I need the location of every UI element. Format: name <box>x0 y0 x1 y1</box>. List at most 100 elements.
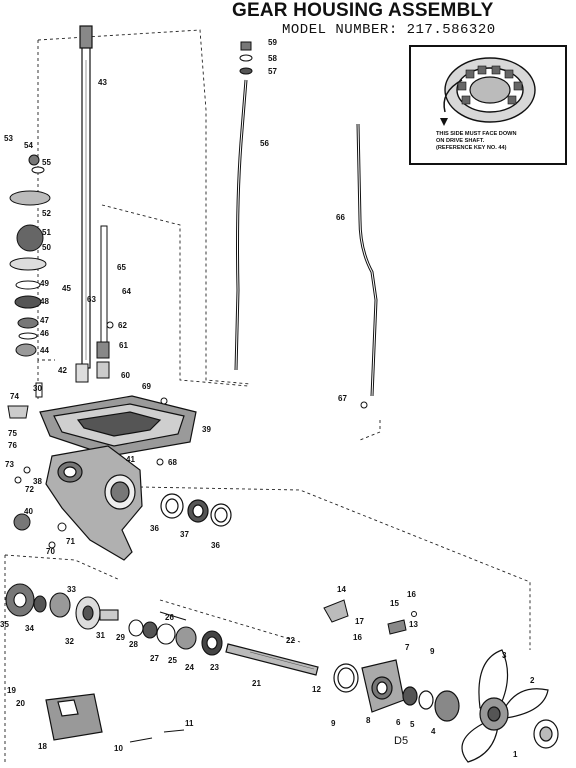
part-label: 20 <box>16 699 25 708</box>
part-label: 36 <box>211 541 220 550</box>
part-label: 27 <box>150 654 159 663</box>
shift-rod-short <box>100 225 108 347</box>
part-label: 36 <box>150 524 159 533</box>
part-label: 54 <box>24 141 33 150</box>
inset-note-line: ON DRIVE SHAFT. <box>436 137 485 144</box>
part-label: 68 <box>168 458 177 467</box>
drive-shaft <box>79 25 93 369</box>
face-down-arrow <box>443 79 463 113</box>
part-label: 37 <box>180 530 189 539</box>
part-label: 17 <box>355 617 364 626</box>
part-label: 39 <box>202 425 211 434</box>
part-label: 38 <box>33 477 42 486</box>
part-label: 74 <box>10 392 19 401</box>
model-number: MODEL NUMBER: 217.586320 <box>282 22 496 38</box>
part-label: 26 <box>165 613 174 622</box>
part-label: 2 <box>530 676 535 685</box>
part-label: 16 <box>353 633 362 642</box>
bearing-carrier <box>333 659 460 722</box>
part-label: 45 <box>62 284 71 293</box>
part-label: 33 <box>67 585 76 594</box>
part-label: 40 <box>24 507 33 516</box>
part-label: 18 <box>38 742 47 751</box>
part-label: 44 <box>40 346 49 355</box>
part-label: 31 <box>96 631 105 640</box>
part-label: 47 <box>40 316 49 325</box>
part-label: 59 <box>268 38 277 47</box>
part-label: 30 <box>33 384 42 393</box>
part-label: 35 <box>0 620 9 629</box>
propeller-shaft <box>225 643 319 676</box>
part-label: 19 <box>7 686 16 695</box>
part-label: 9 <box>430 647 435 656</box>
water-pump-stack <box>9 154 51 357</box>
part-label: 55 <box>42 158 51 167</box>
inset-note: THIS SIDE MUST FACE DOWN ON DRIVE SHAFT.… <box>436 131 556 151</box>
inset-note-line: (REFERENCE KEY NO. 44) <box>436 144 507 151</box>
part-label: 67 <box>338 394 347 403</box>
bushing-set <box>75 321 114 383</box>
part-label: 53 <box>4 134 13 143</box>
page-title: GEAR HOUSING ASSEMBLY <box>232 0 494 21</box>
part-label: 29 <box>116 633 125 642</box>
part-label: 50 <box>42 243 51 252</box>
part-label: 22 <box>286 636 295 645</box>
part-label: 15 <box>390 599 399 608</box>
inset-note-line: THIS SIDE MUST FACE DOWN <box>436 131 517 137</box>
part-label: 57 <box>268 67 277 76</box>
part-label: 76 <box>8 441 17 450</box>
part-label: 8 <box>366 716 371 725</box>
gear-housing-plate <box>39 395 197 457</box>
part-label: 5 <box>410 720 415 729</box>
part-label: 28 <box>129 640 138 649</box>
seal-rings <box>160 493 232 527</box>
part-label: 3 <box>502 651 507 660</box>
bearing-detail-inset <box>409 45 567 165</box>
part-label: 42 <box>58 366 67 375</box>
part-label: 14 <box>337 585 346 594</box>
part-label: 34 <box>25 624 34 633</box>
forward-gear-set <box>5 583 223 656</box>
part-label: 72 <box>25 485 34 494</box>
part-label: 51 <box>42 228 51 237</box>
part-label: 41 <box>126 455 135 464</box>
part-label: 60 <box>121 371 130 380</box>
part-label: 75 <box>8 429 17 438</box>
gear-housing-body <box>45 445 143 561</box>
part-label: 43 <box>98 78 107 87</box>
propeller <box>461 649 559 763</box>
part-label: 56 <box>260 139 269 148</box>
part-label: 11 <box>185 719 194 728</box>
part-label: 70 <box>46 547 55 556</box>
page-code: D5 <box>394 735 409 747</box>
part-label: 32 <box>65 637 74 646</box>
part-label: 21 <box>252 679 261 688</box>
part-label: 62 <box>118 321 127 330</box>
part-label: 49 <box>40 279 49 288</box>
shift-lever-parts <box>323 599 417 635</box>
part-label: 48 <box>40 297 49 306</box>
part-label: 9 <box>331 719 336 728</box>
part-label: 66 <box>336 213 345 222</box>
part-label: 1 <box>513 750 518 759</box>
part-label: 71 <box>66 537 75 546</box>
part-label: 24 <box>185 663 194 672</box>
part-label: 23 <box>210 663 219 672</box>
part-label: 46 <box>40 329 49 338</box>
part-number-labels: 1 2 3 4 5 6 7 8 9 9 10 11 12 13 14 15 16… <box>0 38 535 759</box>
part-label: 61 <box>119 341 128 350</box>
part-label: 12 <box>312 685 321 694</box>
part-label: 6 <box>396 718 401 727</box>
lower-gearcase-cap <box>45 693 103 741</box>
part-label: 4 <box>431 727 436 736</box>
part-label: 52 <box>42 209 51 218</box>
part-label: 73 <box>5 460 14 469</box>
part-label: 58 <box>268 54 277 63</box>
part-label: 10 <box>114 744 123 753</box>
grommet-stack <box>239 41 253 75</box>
small-hardware <box>7 382 368 743</box>
part-label: 65 <box>117 263 126 272</box>
part-label: 69 <box>142 382 151 391</box>
part-label: 7 <box>405 643 410 652</box>
